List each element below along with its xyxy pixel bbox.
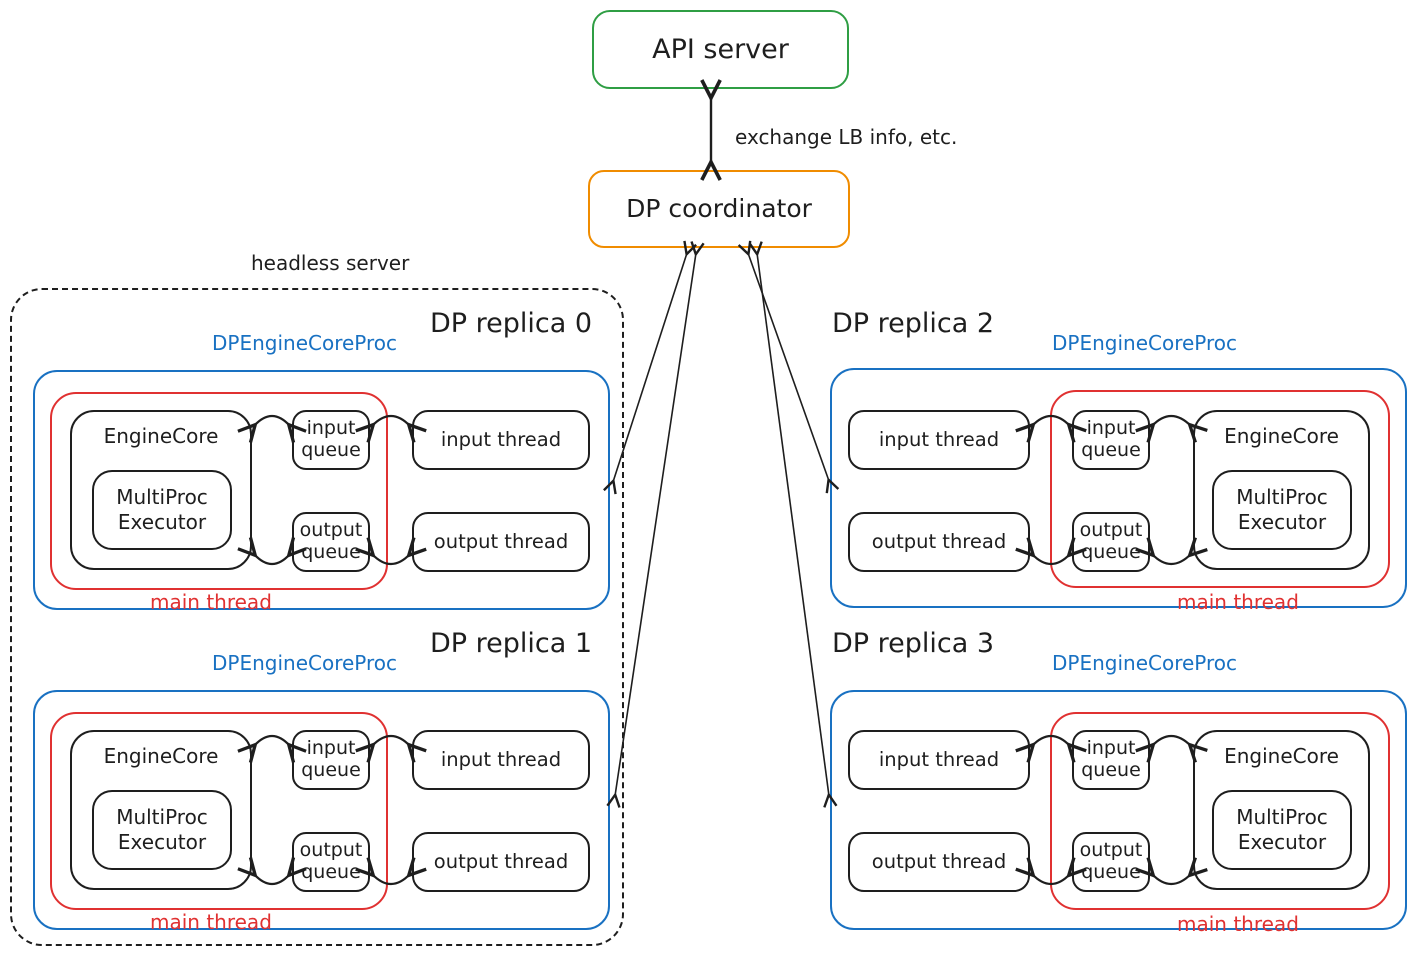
replica-3-proc-box — [830, 690, 1407, 930]
replica-2-main-thread-box — [1050, 390, 1390, 588]
replica-0-output-thread-label: output thread — [433, 529, 569, 553]
replica-1-output-queue-label: output queue — [299, 839, 363, 883]
replica-0-output-thread-box: output thread — [412, 512, 590, 572]
replica-2-input-thread-label: input thread — [878, 427, 1000, 451]
replica-0-multiproc-executor-box: MultiProc Executor — [92, 470, 232, 550]
replica-1-input-queue-box: input queue — [292, 730, 370, 790]
replica-3-output-thread-box: output thread — [848, 832, 1030, 892]
replica-3-title: DP replica 3 — [832, 628, 995, 659]
replica-3-multiproc-executor-label: MultiProc Executor — [1236, 805, 1328, 854]
replica-0-main-thread-box — [50, 392, 388, 590]
replica-3-engine-core-box: EngineCore MultiProc Executor — [1193, 730, 1370, 890]
arrow-coordinator-replica-3 — [757, 253, 829, 796]
replica-3-output-thread-label: output thread — [871, 849, 1007, 873]
replica-1-engine-core-box: EngineCore MultiProc Executor — [70, 730, 252, 890]
replica-2-output-queue-box: output queue — [1072, 512, 1150, 572]
dp-coordinator-box: DP coordinator — [588, 170, 850, 248]
dp-coordinator-label: DP coordinator — [626, 193, 812, 223]
arrow-coordinator-replica-0 — [613, 253, 687, 482]
replica-2-main-thread-label: main thread — [1177, 590, 1299, 614]
headless-server-label: headless server — [251, 251, 410, 275]
replica-3-input-thread-label: input thread — [878, 747, 1000, 771]
exchange-lb-info-label: exchange LB info, etc. — [735, 125, 958, 149]
replica-1-proc-label: DPEngineCoreProc — [212, 651, 398, 675]
replica-2-output-queue-label: output queue — [1079, 519, 1143, 563]
replica-2-multiproc-executor-box: MultiProc Executor — [1212, 470, 1352, 550]
replica-0-engine-core-box: EngineCore MultiProc Executor — [70, 410, 252, 570]
replica-1-output-thread-label: output thread — [433, 849, 569, 873]
replica-3-input-thread-box: input thread — [848, 730, 1030, 790]
replica-3-input-queue-box: input queue — [1072, 730, 1150, 790]
replica-0-output-queue-box: output queue — [292, 512, 370, 572]
replica-3-proc-label: DPEngineCoreProc — [1052, 651, 1238, 675]
replica-3-input-queue-label: input queue — [1081, 737, 1141, 781]
replica-0-input-thread-box: input thread — [412, 410, 590, 470]
replica-0-input-thread-label: input thread — [440, 427, 562, 451]
replica-0-engine-core-label: EngineCore — [103, 424, 219, 448]
replica-1-output-thread-box: output thread — [412, 832, 590, 892]
replica-2-engine-core-box: EngineCore MultiProc Executor — [1193, 410, 1370, 570]
replica-2-engine-core-label: EngineCore — [1224, 424, 1339, 448]
replica-1-title: DP replica 1 — [430, 628, 593, 659]
replica-3-main-thread-box — [1050, 712, 1390, 910]
replica-3-output-queue-box: output queue — [1072, 832, 1150, 892]
arrow-coordinator-replica-1 — [615, 253, 696, 796]
replica-2-output-thread-label: output thread — [871, 529, 1007, 553]
replica-1-input-thread-label: input thread — [440, 747, 562, 771]
api-server-label: API server — [652, 33, 789, 65]
replica-0-input-queue-label: input queue — [301, 417, 361, 461]
replica-2-input-queue-box: input queue — [1072, 410, 1150, 470]
replica-2-input-queue-label: input queue — [1081, 417, 1141, 461]
replica-2-output-thread-box: output thread — [848, 512, 1030, 572]
replica-1-multiproc-executor-label: MultiProc Executor — [116, 805, 208, 854]
replica-1-proc-box — [33, 690, 610, 930]
replica-1-multiproc-executor-box: MultiProc Executor — [92, 790, 232, 870]
replica-3-engine-core-label: EngineCore — [1224, 744, 1339, 768]
api-server-box: API server — [592, 10, 849, 89]
replica-3-main-thread-label: main thread — [1177, 912, 1299, 936]
replica-0-multiproc-executor-label: MultiProc Executor — [116, 485, 208, 534]
replica-2-multiproc-executor-label: MultiProc Executor — [1236, 485, 1328, 534]
replica-2-input-thread-box: input thread — [848, 410, 1030, 470]
arrow-coordinator-replica-2 — [748, 253, 829, 481]
replica-1-engine-core-label: EngineCore — [103, 744, 219, 768]
replica-1-output-queue-box: output queue — [292, 832, 370, 892]
replica-1-main-thread-box — [50, 712, 388, 910]
replica-0-title: DP replica 0 — [430, 308, 593, 339]
replica-1-input-thread-box: input thread — [412, 730, 590, 790]
replica-2-proc-label: DPEngineCoreProc — [1052, 331, 1238, 355]
replica-0-input-queue-box: input queue — [292, 410, 370, 470]
replica-0-output-queue-label: output queue — [299, 519, 363, 563]
replica-0-proc-label: DPEngineCoreProc — [212, 331, 398, 355]
replica-0-main-thread-label: main thread — [150, 590, 272, 614]
replica-2-title: DP replica 2 — [832, 308, 995, 339]
replica-3-multiproc-executor-box: MultiProc Executor — [1212, 790, 1352, 870]
replica-1-input-queue-label: input queue — [301, 737, 361, 781]
replica-3-output-queue-label: output queue — [1079, 839, 1143, 883]
replica-1-main-thread-label: main thread — [150, 910, 272, 934]
